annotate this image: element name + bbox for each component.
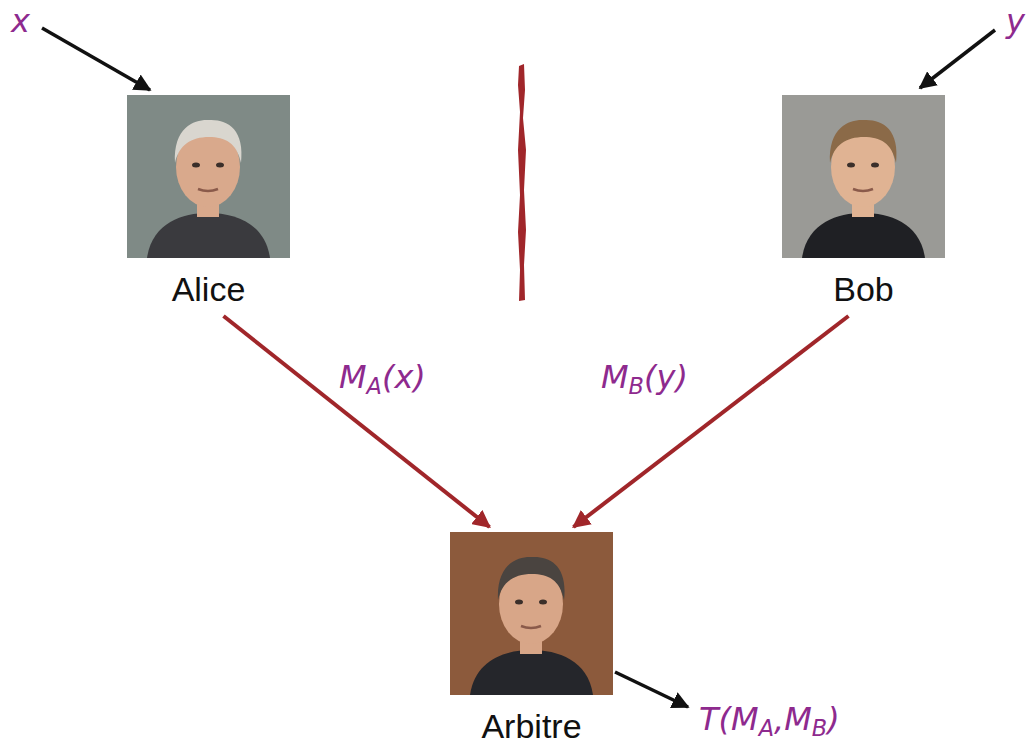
message-label: MB(y): [598, 358, 691, 396]
message-arrow: [574, 316, 849, 527]
input-variable: y: [1003, 2, 1028, 40]
portrait-photo: [450, 532, 613, 695]
message-label: MA(x): [336, 358, 429, 396]
person-name: Arbitre: [445, 707, 618, 745]
output-arrow: [615, 672, 688, 707]
divider-bar: [518, 64, 526, 301]
person-node: Arbitre: [445, 525, 618, 745]
portrait-photo: [782, 95, 945, 258]
input-arrow: [42, 28, 150, 90]
input-variable: x: [8, 2, 33, 40]
portrait-photo: [127, 95, 290, 258]
person-name: Alice: [122, 270, 295, 308]
person-node: Alice: [122, 88, 295, 308]
output-function: T(MA,MB): [696, 700, 843, 738]
message-arrow: [224, 316, 490, 527]
person-node: Bob: [777, 88, 950, 308]
input-arrow: [920, 30, 995, 88]
person-name: Bob: [777, 270, 950, 308]
